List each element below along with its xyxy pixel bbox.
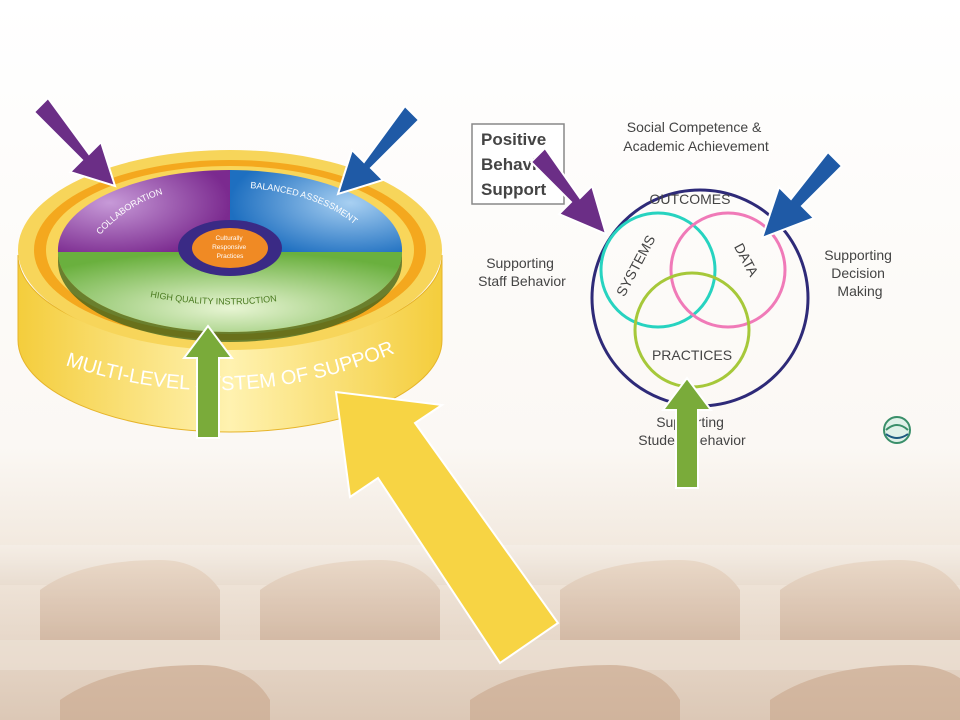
arrow-purple-systems <box>529 146 608 236</box>
pbs-right-caption-1: Supporting <box>824 247 892 263</box>
pbs-outcome-goal-1: Social Competence & <box>627 119 762 135</box>
arrow-blue-data <box>760 150 844 240</box>
pbis-logo <box>883 416 911 444</box>
segment-assessment <box>230 169 403 252</box>
arrow-green-practices <box>661 376 713 489</box>
systems-circle <box>599 211 717 329</box>
pbs-left-caption-2: Staff Behavior <box>478 273 566 289</box>
core-label-3: Practices <box>217 253 244 260</box>
pbs-left-caption-1: Supporting <box>486 255 554 271</box>
svg-text:Supporting Decision: Supporting Decision Making <box>824 247 896 299</box>
arrow-purple-collaboration <box>32 96 117 188</box>
pbs-title-line-3: Support <box>481 180 546 199</box>
arrow-blue-assessment <box>336 104 421 196</box>
mlss-diagram: Culturally Responsive Practices COLLABOR… <box>0 0 443 433</box>
segment-instruction <box>58 252 402 332</box>
arrow-green-instruction <box>182 324 234 439</box>
core-label-2: Responsive <box>212 244 246 251</box>
svg-text:Social Competence & Acad: Social Competence & Academic Achievement <box>623 119 769 154</box>
data-circle <box>669 211 787 329</box>
pbs-title-line-1: Positive <box>481 130 546 149</box>
arrow-yellow-base <box>334 390 560 665</box>
pbs-outcome-goal-2: Academic Achievement <box>623 138 769 154</box>
pbs-right-caption-3: Making <box>837 283 882 299</box>
core-label-1: Culturally <box>216 235 244 242</box>
segment-collaboration <box>57 170 230 252</box>
core-center <box>192 228 268 268</box>
label-practices: PRACTICES <box>652 347 732 363</box>
svg-text:Culturally Responsive: Culturally Responsive Practices <box>212 235 248 260</box>
pbs-right-caption-2: Decision <box>831 265 885 281</box>
label-data: DATA <box>731 240 762 279</box>
label-outcomes: OUTCOMES <box>650 191 731 207</box>
svg-text:Supporting Staff Behavio: Supporting Staff Behavior <box>478 255 566 289</box>
mlss-disc <box>57 169 403 342</box>
practices-circle <box>633 271 751 389</box>
